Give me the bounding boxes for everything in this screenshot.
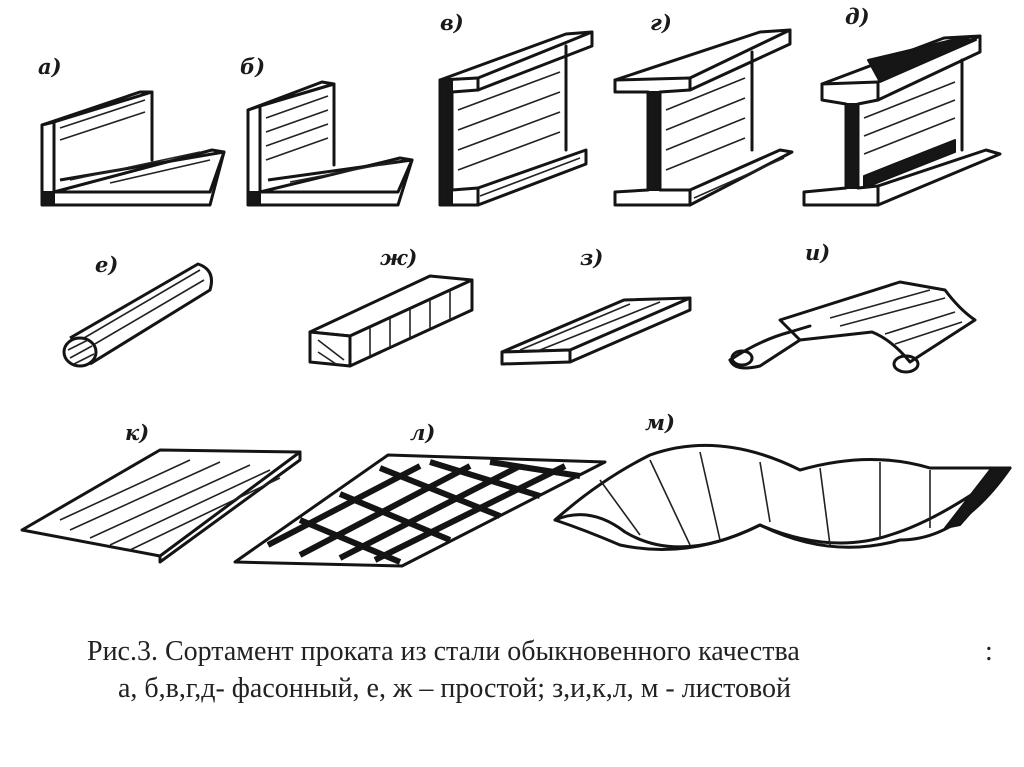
label-e: е) xyxy=(95,252,118,277)
rolled-steel-drawing: а) б) в) xyxy=(20,4,1012,568)
label-m: м) xyxy=(645,410,675,435)
label-a: а) xyxy=(38,54,62,79)
label-k: к) xyxy=(125,420,149,445)
square-bar-profile xyxy=(308,274,474,368)
label-b: б) xyxy=(240,54,265,79)
checker-plate-profile xyxy=(233,453,607,568)
label-i: и) xyxy=(805,240,830,265)
label-z: з) xyxy=(580,245,603,270)
equal-angle-profile xyxy=(40,90,226,207)
rail-profile xyxy=(802,34,1002,207)
label-zh: ж) xyxy=(380,245,417,270)
label-g: г) xyxy=(650,10,672,35)
round-bar-profile xyxy=(62,262,213,368)
i-beam-profile xyxy=(613,28,794,207)
label-v: в) xyxy=(440,10,464,35)
flat-strip-profile xyxy=(500,296,692,366)
channel-profile xyxy=(438,30,594,207)
unequal-angle-profile xyxy=(246,80,414,207)
caption-colon: : xyxy=(985,636,993,667)
corrugated-sheet-profile xyxy=(553,443,1012,551)
label-l: л) xyxy=(410,420,435,445)
flat-sheet-profile xyxy=(20,448,302,564)
caption-line-1: Рис.3. Сортамент проката из стали обыкно… xyxy=(87,636,800,667)
bent-sheet-profile xyxy=(728,280,977,374)
label-d: д) xyxy=(845,4,870,29)
caption-line-2: а, б,в,г,д- фасонный, е, ж – простой; з,… xyxy=(118,673,791,704)
